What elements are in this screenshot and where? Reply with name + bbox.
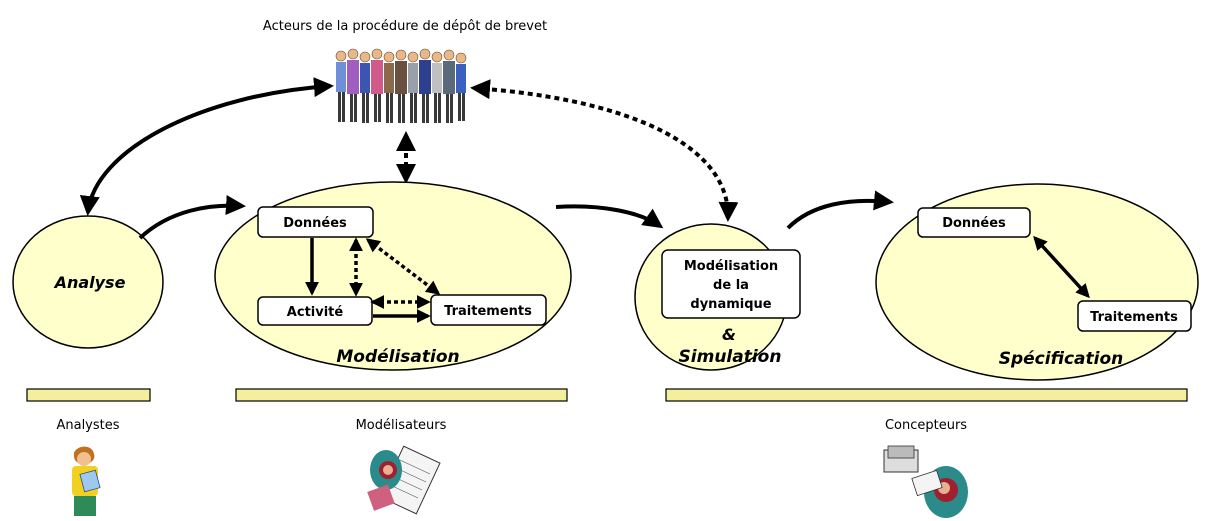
spec-traitements-label: Traitements bbox=[1090, 310, 1178, 325]
spec-traitements-box bbox=[1077, 300, 1192, 332]
diagram-title: Acteurs de la procédure de dépôt de brev… bbox=[263, 19, 547, 34]
role-analystes: Analystes bbox=[56, 418, 119, 433]
mod-activite-box bbox=[257, 296, 373, 326]
arrow-spec-donnees-traitements bbox=[1033, 235, 1090, 299]
mod-activite-label: Activité bbox=[287, 305, 344, 320]
mod-traitements-label: Traitements bbox=[444, 304, 532, 319]
sim-model-line1: Modélisation bbox=[684, 259, 778, 274]
sim-model-box bbox=[661, 249, 801, 319]
arrow-dotted-donnees-traitements bbox=[365, 238, 441, 295]
bar-modelisateurs bbox=[235, 388, 568, 402]
arrow-crowd-analyse bbox=[79, 77, 334, 216]
phase-analyse: Analyse bbox=[53, 273, 126, 292]
modeler-desk-icon bbox=[367, 445, 441, 515]
mod-donnees-box bbox=[257, 206, 374, 238]
phase-simulation: Simulation bbox=[679, 347, 782, 367]
bar-concepteurs bbox=[665, 388, 1188, 402]
role-concepteurs: Concepteurs bbox=[885, 418, 967, 433]
arrow-simulation-specification bbox=[786, 190, 894, 230]
role-modelisateurs: Modélisateurs bbox=[356, 418, 447, 433]
mod-donnees-label: Données bbox=[283, 216, 347, 231]
arrow-analyse-modelisation bbox=[138, 195, 246, 240]
sim-model-line2: de la bbox=[713, 278, 749, 293]
phase-specification: Spécification bbox=[999, 349, 1124, 369]
phase-simulation-amp: & bbox=[722, 325, 736, 344]
people-crowd-icon bbox=[335, 48, 467, 123]
spec-donnees-label: Données bbox=[942, 216, 1006, 231]
phase-modelisation: Modélisation bbox=[336, 347, 459, 367]
analyst-person-icon bbox=[72, 446, 101, 516]
bar-analystes bbox=[26, 388, 151, 402]
mod-traitements-box bbox=[430, 294, 547, 326]
spec-donnees-box bbox=[917, 207, 1031, 238]
analyse-ellipse bbox=[12, 215, 164, 349]
sim-model-line3: dynamique bbox=[690, 297, 771, 312]
arrow-crowd-simulation bbox=[470, 79, 739, 222]
designer-desk-icon bbox=[883, 445, 968, 518]
arrow-modelisation-simulation bbox=[555, 204, 664, 229]
